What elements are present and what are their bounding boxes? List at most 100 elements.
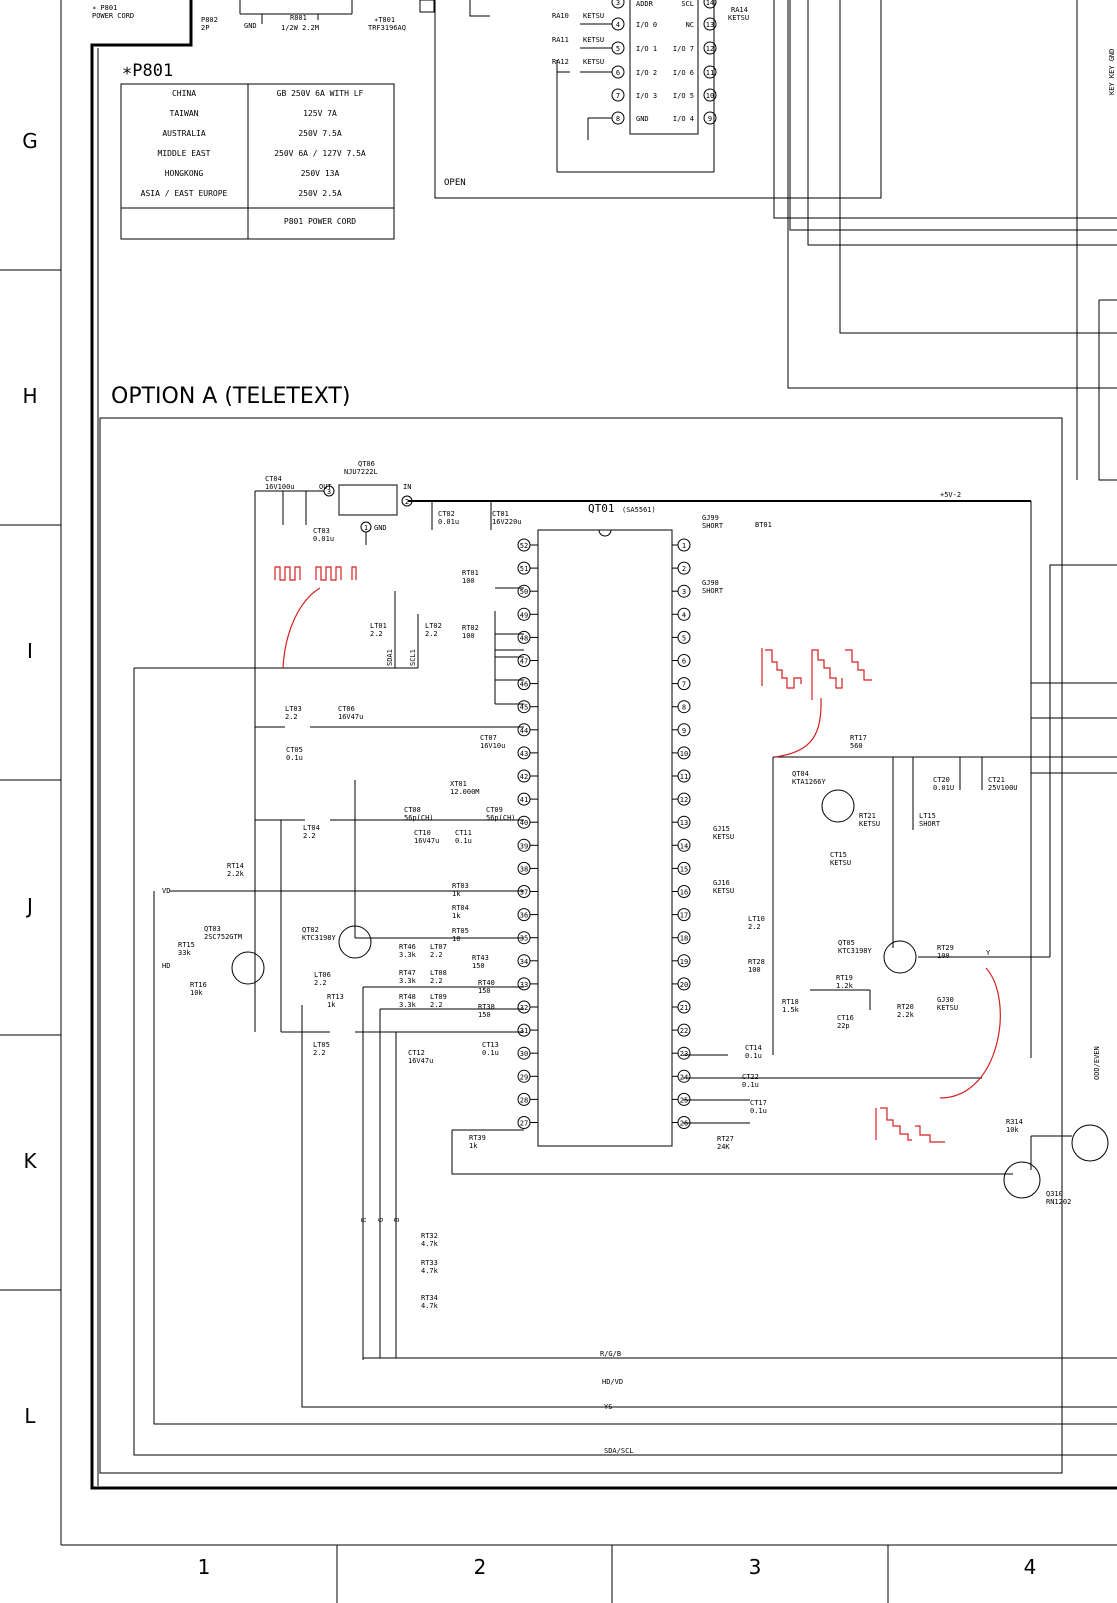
ic-pin-number: 45 xyxy=(520,704,528,712)
p802-pins: 2P xyxy=(201,24,209,32)
component-ref: RT38 xyxy=(478,1003,495,1011)
component-ref: CT11 xyxy=(455,829,472,837)
open-pin-num: 10 xyxy=(706,92,714,100)
ic-pin-number: 7 xyxy=(682,681,686,689)
component-ref: CT05 xyxy=(286,746,303,754)
zone-col-3: 3 xyxy=(749,1555,762,1579)
component-ref: CT12 xyxy=(408,1049,425,1057)
component-value: 2.2 xyxy=(430,951,443,959)
component-value: KETSU xyxy=(830,859,851,867)
zone-row-l: L xyxy=(24,1404,36,1428)
component-ref: RT28 xyxy=(748,958,765,966)
p801-row-rating: 250V 13A xyxy=(301,169,340,178)
component-value: 150 xyxy=(478,1011,491,1019)
right-wiring xyxy=(773,0,1117,481)
component-ref: BT01 xyxy=(755,521,772,529)
open-pin-num: 4 xyxy=(616,21,620,29)
component-ref: CT22 xyxy=(742,1073,759,1081)
ic-pin-number: 19 xyxy=(680,958,688,966)
ic-pin-number: 30 xyxy=(520,1050,528,1058)
component-value: 100 xyxy=(937,952,950,960)
r801-value: 1/2W 2.2M xyxy=(281,24,319,32)
qt06-ref: QT06 xyxy=(358,460,375,468)
ic-pin-number: 11 xyxy=(680,773,688,781)
ic-pin-number: 49 xyxy=(520,611,528,619)
open-pin-right: I/O 4 xyxy=(673,115,694,123)
p801-table: ∗P801 CHINA GB 250V 6A WITH LF TAIWAN 12… xyxy=(120,61,395,240)
component-value: 16V47u xyxy=(408,1057,433,1065)
component-ref: LT04 xyxy=(303,824,320,832)
component-value: 0.1u xyxy=(286,754,303,762)
component-ref: RT40 xyxy=(478,979,495,987)
qt06-in: IN xyxy=(403,483,411,491)
ic-pin-number: 8 xyxy=(682,704,686,712)
ic-pin-number: 4 xyxy=(682,611,686,619)
ic-pin-number: 39 xyxy=(520,842,528,850)
ic-pin-number: 50 xyxy=(520,588,528,596)
qt06-out: OUT xyxy=(319,483,332,491)
zone-col-2: 2 xyxy=(474,1555,487,1579)
signal-b: B xyxy=(393,1218,401,1222)
open-pin-left: I/O 2 xyxy=(636,69,657,77)
component-value: KETSU xyxy=(713,833,734,841)
ra11-label: RA11 xyxy=(552,36,569,44)
open-pin-left: GND xyxy=(636,115,649,123)
component-value: 2.2 xyxy=(430,977,443,985)
component-value: 10k xyxy=(190,989,203,997)
component-ref: R314 xyxy=(1006,1118,1023,1126)
component-value: SHORT xyxy=(919,820,941,828)
arrow-to-y xyxy=(939,967,1001,1099)
open-pin-left: I/O 1 xyxy=(636,45,657,53)
ic-pin-number: 9 xyxy=(682,727,686,735)
t801-value: TRF3196AQ xyxy=(368,24,406,32)
component-value: 0.01U xyxy=(933,784,954,792)
component-ref: RT14 xyxy=(227,862,244,870)
p801-row-region: ASIA / EAST EUROPE xyxy=(141,189,228,198)
component-value: 2.2 xyxy=(313,1049,326,1057)
component-value: 16V100u xyxy=(265,483,295,491)
ic-pin-number: 3 xyxy=(682,588,686,596)
ic-pin-number: 44 xyxy=(520,727,528,735)
component-value: 2.2 xyxy=(285,713,298,721)
component-value: 3.3k xyxy=(399,951,417,959)
ra14-value: KETSU xyxy=(728,14,749,22)
component-value: 150 xyxy=(472,962,485,970)
signal-vd: VD xyxy=(162,887,170,895)
component-ref: RT01 xyxy=(462,569,479,577)
ic-pin-number: 40 xyxy=(520,819,528,827)
open-pin-num: 14 xyxy=(706,0,714,7)
open-pin-right: NC xyxy=(686,21,694,29)
ic-pin-number: 43 xyxy=(520,750,528,758)
signal-y: Y xyxy=(986,949,991,957)
component-ref: XT01 xyxy=(450,780,467,788)
component-value: 56p(CH) xyxy=(486,814,516,822)
open-pin-num: 13 xyxy=(706,21,714,29)
open-pin-num: 9 xyxy=(708,115,712,123)
component-value: 1.2k xyxy=(836,982,854,990)
zone-row-k: K xyxy=(23,1149,37,1173)
zone-col-1: 1 xyxy=(198,1555,211,1579)
p801-row-region: AUSTRALIA xyxy=(162,129,206,138)
component-ref: RT46 xyxy=(399,943,416,951)
component-ref: CT07 xyxy=(480,734,497,742)
component-ref: LT02 xyxy=(425,622,442,630)
staircase-waveform xyxy=(761,648,872,700)
open-label: OPEN xyxy=(444,178,466,188)
component-ref: RT48 xyxy=(399,993,416,1001)
component-ref: RT21 xyxy=(859,812,876,820)
component-value: 10 xyxy=(452,935,460,943)
signal-odd-even: ODD/EVEN xyxy=(1093,1046,1101,1080)
component-labels: CT0416V100uCT030.01uCT020.01uCT0116V220u… xyxy=(178,475,1071,1310)
power-section: +5V-2 QT06 NJU7222L OUT IN GND 3 2 1 xyxy=(254,460,1032,1058)
qt06-gnd: GND xyxy=(374,524,387,532)
component-ref: CT16 xyxy=(837,1014,854,1022)
component-value: 0.1u xyxy=(745,1052,762,1060)
ic-pin-number: 32 xyxy=(520,1004,528,1012)
component-value: 24K xyxy=(717,1143,730,1151)
component-ref: GJ98 xyxy=(702,579,719,587)
component-ref: CT04 xyxy=(265,475,282,483)
ra10-value: KETSU xyxy=(583,12,604,20)
component-ref: RT18 xyxy=(782,998,799,1006)
zone-row-labels: G H I J K L xyxy=(22,129,38,1428)
